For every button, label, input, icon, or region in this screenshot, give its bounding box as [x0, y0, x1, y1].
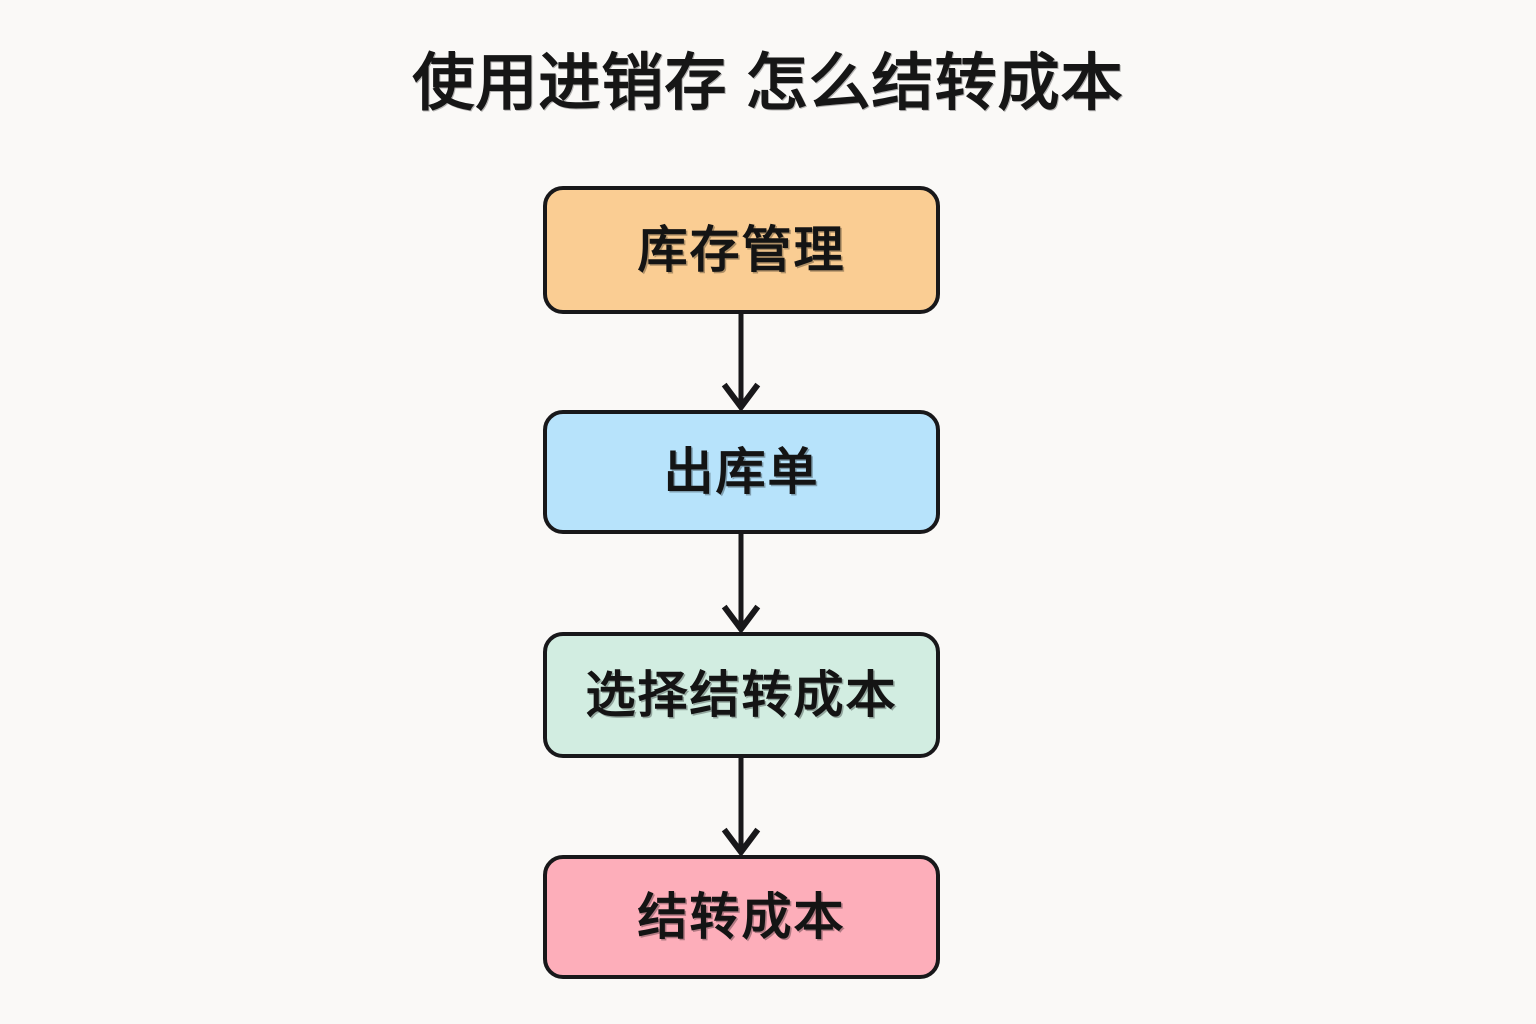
flow-arrow-inventory-to-outbound: [696, 313, 786, 411]
flow-arrow-outbound-to-select-carryover: [696, 533, 786, 633]
flow-arrow-select-to-cost-carryover: [696, 757, 786, 856]
flow-node-label: 出库单: [663, 444, 820, 500]
flow-node-label: 库存管理: [637, 222, 846, 278]
down-arrow-icon: [721, 757, 761, 856]
page-title: 使用进销存 怎么结转成本: [412, 49, 1124, 118]
flow-node-outbound-order[interactable]: 出库单: [543, 410, 940, 534]
flow-node-label: 选择结转成本: [585, 667, 898, 723]
flow-node-select-cost-carryover[interactable]: 选择结转成本: [543, 632, 940, 758]
down-arrow-icon: [721, 533, 761, 633]
flow-node-cost-carryover[interactable]: 结转成本: [543, 855, 940, 979]
flow-node-label: 结转成本: [637, 889, 846, 945]
flow-node-inventory-management[interactable]: 库存管理: [543, 186, 940, 314]
down-arrow-icon: [721, 313, 761, 411]
